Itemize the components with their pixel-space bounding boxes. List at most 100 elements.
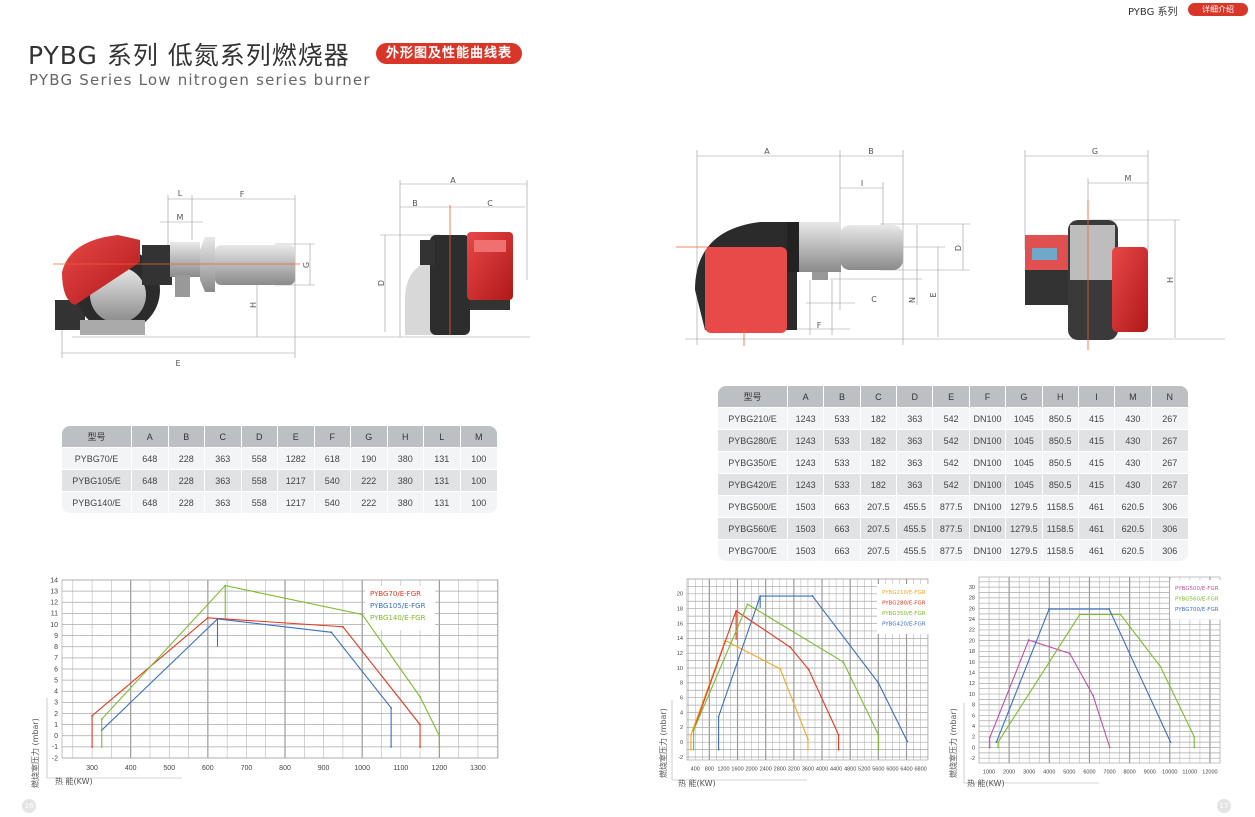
value-cell: 455.5 [897,539,934,561]
value-cell: 877.5 [933,495,970,517]
chart-ylabel: 燃烧室压力 (mbar) [31,718,40,788]
series-line [91,617,421,747]
value-cell: 131 [424,491,461,513]
data-point [690,748,692,751]
data-point [1068,652,1071,655]
data-point [216,618,219,620]
value-cell: 1158.5 [1042,539,1079,561]
value-cell: 1279.5 [1006,495,1043,517]
series-line [693,603,879,750]
x-tick-label: 9000 [1144,770,1156,776]
value-cell: 648 [132,469,169,491]
column-header: F [314,426,351,447]
data-point [1119,613,1122,616]
column-header: D [897,386,934,407]
column-header: A [132,426,169,447]
section-badge: 外形图及性能曲线表 [376,43,522,64]
value-cell: 620.5 [1115,539,1152,561]
data-point [1078,613,1081,616]
y-tick-label: 11 [51,611,58,618]
data-point [1108,746,1111,749]
series-line [690,639,809,750]
dim-label-c: C [871,295,877,304]
model-cell: PYBG700/E [718,539,788,561]
details-badge[interactable]: 详细介绍 [1188,3,1248,16]
value-cell: 415 [1078,407,1116,429]
x-tick-label: 5200 [858,767,870,773]
value-cell: 1243 [788,451,825,473]
data-point [341,625,344,628]
value-cell: 267 [1151,407,1188,429]
y-tick-label: 12 [969,681,975,687]
y-tick-label: 14 [50,577,58,584]
y-tick-label: 2 [972,735,975,741]
x-tick-label: 800 [279,765,291,772]
x-tick-label: 2000 [1003,770,1015,776]
value-cell: 306 [1151,495,1188,517]
y-tick-label: 6 [54,666,58,673]
value-cell: 533 [824,473,861,495]
x-tick-label: 8000 [1124,770,1136,776]
value-cell: 228 [168,447,205,469]
x-tick-label: 6800 [914,767,926,773]
model-cell: PYBG350/E [718,451,788,473]
value-cell: 415 [1078,429,1116,451]
column-header: G [1006,386,1043,407]
value-cell: 207.5 [860,517,898,539]
data-point [811,595,814,597]
dim-label-i: I [861,179,863,188]
data-point [807,738,809,741]
dim-label-f: F [240,190,245,199]
x-tick-label: 2800 [774,767,786,773]
data-point [1159,665,1162,668]
dim-label-f: F [817,321,822,330]
x-tick-label: 400 [125,765,137,772]
value-cell: DN100 [969,517,1007,539]
x-tick-label: 1000 [983,770,995,776]
y-tick-label: 10 [969,692,975,698]
legend-box [877,584,933,634]
value-cell: 533 [824,407,861,429]
model-cell: PYBG210/E [718,407,788,429]
y-tick-label: 9 [54,633,58,640]
data-point [100,745,103,748]
x-tick-label: 1100 [393,765,408,772]
y-tick-label: 8 [972,703,975,709]
value-cell: 430 [1115,473,1152,495]
value-cell: 228 [168,469,205,491]
value-cell: 267 [1151,451,1188,473]
y-tick-label: 14 [969,671,975,677]
value-cell: 558 [241,469,278,491]
data-point [330,631,333,634]
column-header: M [1115,386,1152,407]
y-tick-label: 0 [680,740,683,746]
x-tick-label: 900 [318,765,330,772]
value-cell: 1158.5 [1042,517,1079,539]
legend-entry: PYBG140/E-FGR [370,614,426,622]
column-header: M [460,426,497,447]
value-cell: 182 [860,473,898,495]
data-point [717,715,720,718]
data-point [997,746,999,749]
dim-label-m: M [177,213,184,222]
burner-front-view-large [1025,200,1148,350]
y-tick-label: 4 [972,724,975,730]
x-tick-label: 700 [241,765,253,772]
column-header: D [241,426,278,447]
data-point [1092,694,1095,697]
data-point [877,681,880,684]
value-cell: 430 [1115,451,1152,473]
y-tick-label: 20 [969,638,975,644]
value-cell: 222 [351,491,388,513]
data-point [91,745,93,748]
value-cell: 363 [205,469,242,491]
value-cell: 363 [205,447,242,469]
value-cell: 1045 [1006,473,1043,495]
value-cell: 415 [1078,473,1116,495]
value-cell: 363 [897,407,934,429]
legend-box [1170,580,1226,620]
value-cell: 618 [314,447,351,469]
